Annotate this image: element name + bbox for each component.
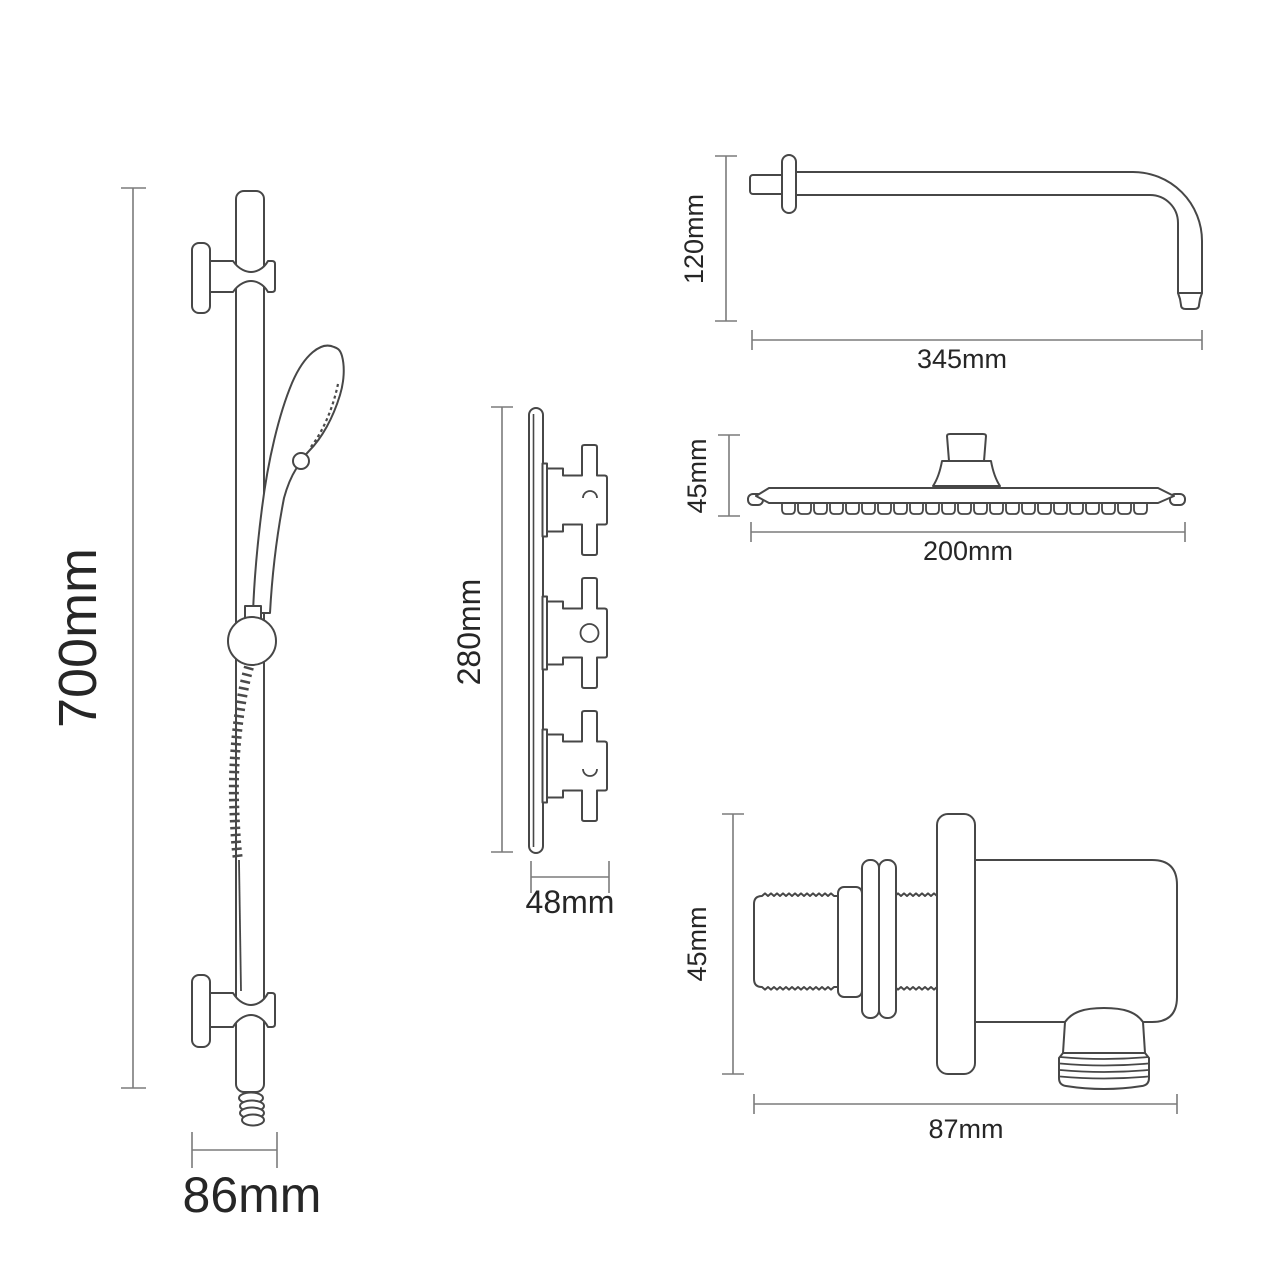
outlet-neck (1062, 1007, 1146, 1054)
shower-arm-height-label: 120mm (679, 194, 709, 284)
slide-bar-width-dimension: 86mm (183, 1132, 322, 1223)
outlet-wall-flange (936, 813, 976, 1075)
tip-thread-ridge (1059, 1062, 1149, 1067)
head-nozzles (781, 502, 1148, 515)
tip-thread-ridge (1059, 1075, 1149, 1080)
hose-coil-ring (241, 1113, 265, 1127)
outlet-washer (878, 859, 897, 1019)
hand-shower-face-ring (292, 452, 310, 470)
wall-outlet-width-label: 87mm (928, 1114, 1003, 1144)
arm-wall-flange (781, 154, 797, 214)
outlet-threaded-rod (753, 892, 839, 991)
slide-bar-assembly-drawing: 700mm 86mm (48, 187, 345, 1223)
cross-handle-bottom (546, 710, 608, 822)
shower-head-drawing: 45mm 200mm (682, 433, 1186, 566)
shower-arm-height-dimension: 120mm (679, 155, 737, 322)
head-plate (755, 487, 1175, 504)
valve-panel-drawing: 280mm 48mm (451, 406, 615, 920)
cross-handle-middle (546, 577, 608, 689)
hand-shower-spray-face (309, 383, 340, 449)
bottom-bracket-wall-knob (191, 974, 211, 1048)
valve-back-plate (528, 407, 544, 854)
valve-panel-height-dimension: 280mm (451, 406, 513, 853)
tip-thread-ridge (1059, 1056, 1149, 1060)
wall-outlet-width-dimension: 87mm (753, 1094, 1178, 1144)
hand-shower (252, 344, 345, 614)
top-bracket-wall-knob (191, 242, 211, 314)
shower-hose-ribbed (228, 665, 254, 861)
handle-indicator-arc (582, 768, 598, 777)
outlet-washer (861, 859, 880, 1019)
arm-tube (795, 171, 1203, 294)
valve-panel-depth-dimension: 48mm (526, 861, 615, 920)
shower-head-height-label: 45mm (682, 438, 712, 513)
hose-coil-end (238, 1091, 265, 1127)
wall-outlet-drawing: 45mm 87mm (682, 813, 1178, 1144)
shower-head-diameter-label: 200mm (923, 536, 1013, 566)
outlet-threaded-rod-inner (894, 892, 938, 991)
outlet-lock-nut (837, 886, 863, 998)
slide-bar-height-label: 700mm (48, 548, 108, 728)
slide-bar-width-label: 86mm (183, 1167, 322, 1223)
shower-hose-tail (238, 859, 242, 992)
shower-arm-drawing: 120mm 345mm (679, 154, 1203, 374)
shower-head-diameter-dimension: 200mm (750, 522, 1186, 566)
handle-indicator-arc (582, 490, 598, 499)
outlet-body (974, 859, 1178, 1023)
shower-arm-length-label: 345mm (917, 344, 1007, 374)
outlet-threaded-tip (1058, 1052, 1150, 1090)
shower-head-height-dimension: 45mm (682, 434, 740, 517)
valve-panel-height-label: 280mm (451, 579, 487, 686)
head-connector-base (932, 460, 1001, 487)
valve-panel-depth-label: 48mm (526, 884, 615, 920)
head-connector-top (946, 433, 987, 462)
top-bracket-arm (209, 260, 276, 293)
slider-holder (227, 616, 277, 666)
arm-outlet-tip (1177, 292, 1203, 310)
wall-outlet-height-label: 45mm (682, 906, 712, 981)
wall-outlet-height-dimension: 45mm (682, 813, 744, 1075)
slide-bar-height-dimension: 700mm (48, 187, 146, 1089)
tip-thread-ridge (1059, 1069, 1149, 1073)
handle-indicator-circle (579, 623, 600, 643)
bottom-bracket-arm (209, 992, 276, 1028)
cross-handle-top (546, 444, 608, 556)
shower-arm-length-dimension: 345mm (751, 330, 1203, 374)
